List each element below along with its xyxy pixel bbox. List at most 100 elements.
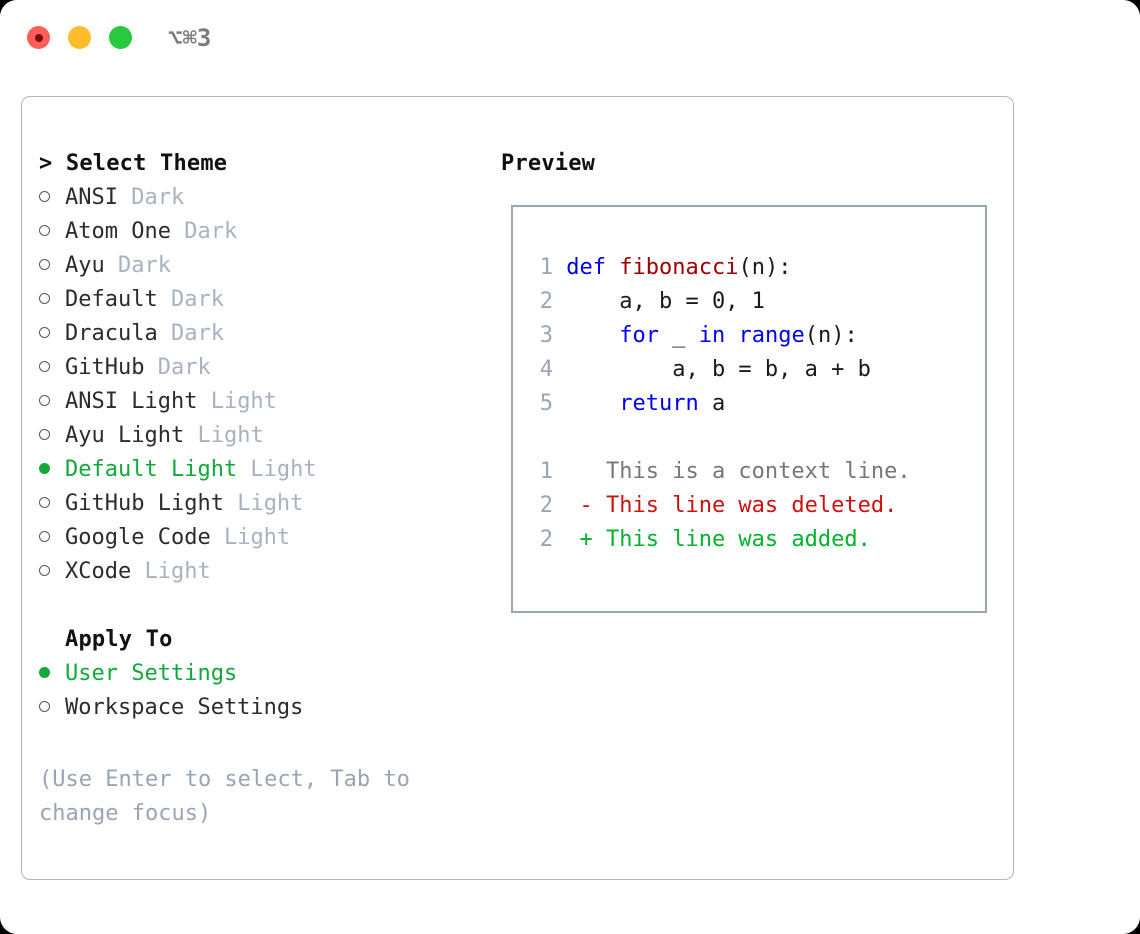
code-token xyxy=(566,323,619,348)
theme-item-label: Ayu Light xyxy=(65,423,185,448)
theme-item-label: GitHub Light xyxy=(65,491,224,516)
radio-unselected-icon[interactable] xyxy=(39,521,65,555)
radio-unselected-icon[interactable] xyxy=(39,691,65,725)
code-line-2: 3 for _ in range(n): xyxy=(527,319,911,353)
traffic-light-group xyxy=(27,26,132,49)
diff-line-2: 2 + This line was added. xyxy=(527,523,911,557)
theme-item-10[interactable]: Google Code Light xyxy=(39,521,479,555)
radio-unselected-icon[interactable] xyxy=(39,487,65,521)
radio-unselected-icon[interactable] xyxy=(39,249,65,283)
theme-item-category: Dark xyxy=(157,287,224,312)
maximize-window-button[interactable] xyxy=(109,26,132,49)
radio-unselected-icon[interactable] xyxy=(39,419,65,453)
code-token xyxy=(566,391,619,416)
code-gutter-space xyxy=(553,323,566,348)
diff-line-text: - This line was deleted. xyxy=(553,493,898,518)
close-window-button[interactable] xyxy=(27,26,50,49)
theme-item-label: Ayu xyxy=(65,253,105,278)
keyboard-shortcut-label: ⌥⌘3 xyxy=(168,24,212,52)
theme-item-label: Dracula xyxy=(65,321,158,346)
code-line-number: 3 xyxy=(539,323,553,348)
diff-line-text: This is a context line. xyxy=(553,459,911,484)
theme-item-3[interactable]: Default Dark xyxy=(39,283,479,317)
radio-selected-icon[interactable] xyxy=(39,657,65,691)
diff-line-0: 1 This is a context line. xyxy=(527,455,911,489)
theme-item-label: ANSI Light xyxy=(65,389,198,414)
theme-item-category: Dark xyxy=(157,321,224,346)
code-diff-separator xyxy=(527,421,911,455)
radio-unselected-icon[interactable] xyxy=(39,351,65,385)
apply-to-header: Apply To xyxy=(65,627,173,652)
diff-line-number: 2 xyxy=(539,527,553,552)
theme-item-category: Light xyxy=(237,457,317,482)
list-spacer xyxy=(39,589,479,623)
radio-unselected-icon[interactable] xyxy=(39,215,65,249)
radio-unselected-icon[interactable] xyxy=(39,555,65,589)
radio-unselected-icon[interactable] xyxy=(39,317,65,351)
apply-to-item-label: User Settings xyxy=(65,661,238,686)
theme-item-category: Light xyxy=(210,525,291,550)
code-line-0: 1 def fibonacci(n): xyxy=(527,251,911,285)
theme-item-label: Default xyxy=(65,287,158,312)
theme-item-category: Dark xyxy=(144,355,211,380)
code-line-3: 4 a, b = b, a + b xyxy=(527,353,911,387)
theme-item-2[interactable]: Ayu Dark xyxy=(39,249,479,283)
theme-item-label: Google Code xyxy=(65,525,211,550)
code-token: range xyxy=(738,323,805,348)
code-gutter-space xyxy=(553,357,566,382)
theme-item-category: Dark xyxy=(117,185,185,210)
apply-to-item-0[interactable]: User Settings xyxy=(39,657,479,691)
theme-item-6[interactable]: ANSI Light Light xyxy=(39,385,479,419)
diff-line-number: 2 xyxy=(539,493,553,518)
theme-item-category: Dark xyxy=(104,253,171,278)
code-token: for xyxy=(619,323,659,348)
radio-selected-icon[interactable] xyxy=(39,453,65,487)
theme-item-0[interactable]: ANSI Dark xyxy=(39,181,479,215)
code-line-number: 1 xyxy=(539,255,553,280)
code-gutter-space xyxy=(553,289,566,314)
code-token: _ xyxy=(658,323,699,348)
apply-to-item-1[interactable]: Workspace Settings xyxy=(39,691,479,725)
diff-line-number: 1 xyxy=(539,459,553,484)
theme-item-category: Light xyxy=(184,423,264,448)
theme-item-8[interactable]: Default Light Light xyxy=(39,453,479,487)
theme-item-9[interactable]: GitHub Light Light xyxy=(39,487,479,521)
code-line-number: 4 xyxy=(539,357,553,382)
radio-unselected-icon[interactable] xyxy=(39,283,65,317)
code-token: (n): xyxy=(804,323,858,348)
code-line-1: 2 a, b = 0, 1 xyxy=(527,285,911,319)
title-bar: ⌥⌘3 xyxy=(0,0,1140,78)
theme-item-category: Light xyxy=(197,389,277,414)
code-line-4: 5 return a xyxy=(527,387,911,421)
select-theme-header: > Select Theme xyxy=(39,151,228,176)
diff-line-text: + This line was added. xyxy=(553,527,871,552)
theme-item-category: Light xyxy=(131,559,211,584)
radio-unselected-icon[interactable] xyxy=(39,181,65,215)
theme-item-7[interactable]: Ayu Light Light xyxy=(39,419,479,453)
code-line-number: 2 xyxy=(539,289,553,314)
radio-unselected-icon[interactable] xyxy=(39,385,65,419)
code-gutter-space xyxy=(553,255,566,280)
theme-item-5[interactable]: GitHub Dark xyxy=(39,351,479,385)
theme-item-11[interactable]: XCode Light xyxy=(39,555,479,589)
code-token: def xyxy=(566,255,620,280)
theme-item-label: Default Light xyxy=(65,457,238,482)
code-token xyxy=(725,323,738,348)
minimize-window-button[interactable] xyxy=(68,26,91,49)
apply-to-item-label: Workspace Settings xyxy=(65,695,304,720)
code-token: a, b = b, a + b xyxy=(566,357,871,382)
code-token: fibonacci xyxy=(619,255,739,280)
keyboard-hint-text: (Use Enter to select, Tab to change focu… xyxy=(39,767,424,826)
theme-item-1[interactable]: Atom One Dark xyxy=(39,215,479,249)
theme-item-4[interactable]: Dracula Dark xyxy=(39,317,479,351)
theme-item-label: Atom One xyxy=(65,219,171,244)
code-token: (n): xyxy=(738,255,792,280)
theme-item-label: GitHub xyxy=(65,355,145,380)
